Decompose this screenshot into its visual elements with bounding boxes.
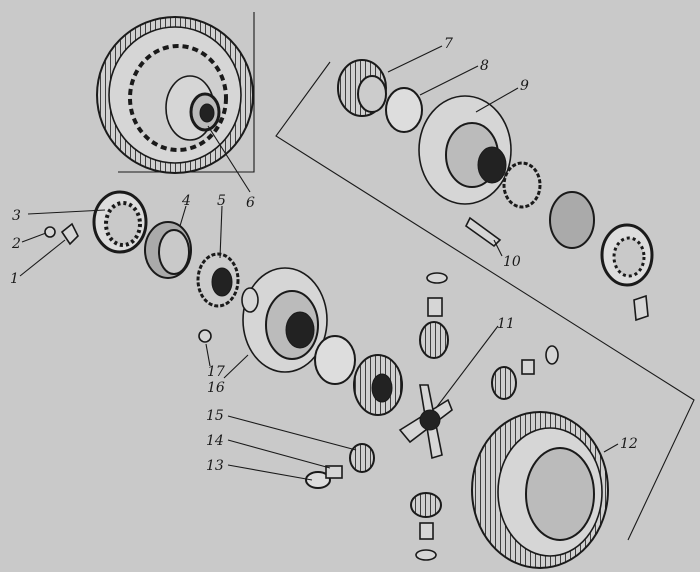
part-17-nut bbox=[198, 329, 212, 343]
callout-labels: 1 2 3 4 5 6 7 8 9 10 11 12 13 14 15 16 1… bbox=[10, 36, 638, 474]
callout-16: 16 bbox=[207, 380, 225, 396]
part-10-bolt bbox=[464, 216, 502, 248]
part-13-washer bbox=[305, 471, 331, 489]
subassembly-frame bbox=[275, 61, 695, 541]
callout-9: 9 bbox=[520, 78, 529, 94]
part-15-pinion bbox=[349, 443, 375, 473]
callout-12: 12 bbox=[620, 436, 638, 452]
callout-8: 8 bbox=[480, 58, 489, 74]
callout-17: 17 bbox=[207, 364, 225, 380]
callout-3: 3 bbox=[12, 208, 21, 224]
callout-7: 7 bbox=[444, 36, 453, 52]
race-right bbox=[549, 191, 595, 249]
leader-lines bbox=[19, 45, 619, 481]
part-2-bolt bbox=[44, 226, 56, 238]
thrust-washer-left bbox=[314, 335, 356, 385]
callout-1: 1 bbox=[10, 271, 19, 287]
part-11-spider bbox=[398, 384, 453, 460]
assembled-differential bbox=[96, 16, 254, 174]
part-7-drive-gear bbox=[337, 59, 387, 117]
part-9-case-half bbox=[418, 95, 512, 205]
callout-11: 11 bbox=[497, 316, 515, 332]
callout-10: 10 bbox=[503, 254, 521, 270]
callout-5: 5 bbox=[217, 193, 226, 209]
lock-plate-right bbox=[633, 294, 649, 322]
bearing-right bbox=[502, 161, 542, 209]
callout-4: 4 bbox=[181, 193, 191, 209]
part-4-race bbox=[144, 221, 192, 279]
part-8-washer bbox=[385, 87, 423, 133]
part-1-lock-plate bbox=[60, 222, 79, 246]
callout-2: 2 bbox=[11, 236, 21, 252]
callout-14: 14 bbox=[206, 433, 224, 449]
part-14-bushing bbox=[325, 465, 343, 479]
callout-13: 13 bbox=[206, 458, 224, 474]
side-gear-left bbox=[353, 354, 403, 416]
pinion-gear-top bbox=[419, 272, 449, 359]
callout-6: 6 bbox=[246, 195, 255, 211]
part-12-ring-gear bbox=[471, 411, 609, 569]
bearing-cup-right bbox=[600, 223, 654, 287]
callout-15: 15 bbox=[206, 408, 224, 424]
part-3-bearing-cup bbox=[92, 190, 148, 254]
part-5-roller-bearing bbox=[196, 252, 240, 308]
pinion-gear-bottom bbox=[410, 492, 442, 561]
pinion-gear-right bbox=[491, 345, 559, 400]
part-16-differential-case-half bbox=[241, 267, 328, 373]
